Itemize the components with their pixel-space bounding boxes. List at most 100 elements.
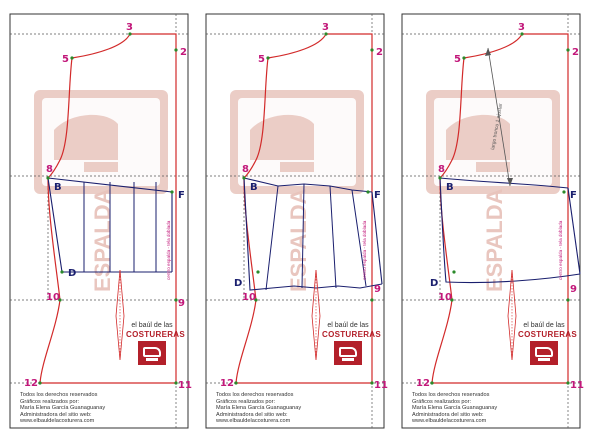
bodice-outline bbox=[243, 177, 383, 291]
point-label-9: 9 bbox=[570, 284, 577, 295]
point-marker bbox=[174, 48, 178, 52]
brand-icon-machine bbox=[339, 347, 357, 357]
brand-icon-machine bbox=[535, 347, 553, 357]
point-marker bbox=[566, 381, 570, 385]
point-marker bbox=[438, 176, 442, 180]
credits-line2: Gráficos realizados por: bbox=[20, 398, 80, 405]
watermark-machine bbox=[54, 114, 118, 160]
fold-note: centro espalda - tela doblada bbox=[558, 220, 563, 280]
brand-main-text: COSTURERAS bbox=[126, 330, 186, 339]
measure-line bbox=[487, 47, 511, 187]
credits-line5: www.elbauldelacosturera.com bbox=[412, 418, 487, 425]
brand-main-text: COSTURERAS bbox=[322, 330, 382, 339]
point-label-3: 3 bbox=[126, 22, 133, 33]
brand-top-text: el baúl de las bbox=[131, 322, 173, 329]
point-label-f: F bbox=[178, 190, 185, 201]
point-marker bbox=[46, 176, 50, 180]
point-marker bbox=[370, 298, 374, 302]
brand-icon-base bbox=[146, 358, 158, 361]
point-label-2: 2 bbox=[376, 47, 383, 58]
slash-line bbox=[329, 185, 337, 289]
point-marker bbox=[234, 381, 238, 385]
point-marker bbox=[256, 270, 260, 274]
credits-line4: Administradora del sitio web: bbox=[412, 411, 484, 418]
point-label-11: 11 bbox=[570, 380, 584, 391]
point-marker bbox=[562, 190, 566, 194]
credits-line3: María Elena García Guanaguanay bbox=[20, 405, 106, 412]
point-label-5: 5 bbox=[454, 54, 461, 65]
credits-line1: Todos los derechos reservados bbox=[216, 392, 294, 398]
slash-line bbox=[351, 189, 367, 287]
point-label-d: D bbox=[234, 278, 242, 289]
watermark-machine bbox=[446, 114, 510, 160]
brand-top-text: el baúl de las bbox=[327, 322, 369, 329]
credits-line3: María Elena García Guanaguanay bbox=[412, 405, 498, 412]
section-label: ESPALDA bbox=[90, 188, 115, 292]
credits-line2: Gráficos realizados por: bbox=[216, 398, 276, 405]
point-label-11: 11 bbox=[374, 380, 388, 391]
credits-line5: www.elbauldelacosturera.com bbox=[216, 418, 291, 425]
point-marker bbox=[366, 190, 370, 194]
panel-border bbox=[401, 13, 581, 429]
shoulder-line bbox=[439, 177, 569, 189]
section-label: ESPALDA bbox=[286, 188, 311, 292]
point-label-12: 12 bbox=[416, 378, 430, 389]
point-label-b: B bbox=[446, 182, 454, 193]
credits-line1: Todos los derechos reservados bbox=[20, 392, 98, 398]
credits-line1: Todos los derechos reservados bbox=[412, 392, 490, 398]
point-marker bbox=[70, 56, 74, 60]
dart-diamond bbox=[115, 269, 125, 361]
point-label-12: 12 bbox=[220, 378, 234, 389]
slash-line bbox=[301, 183, 305, 289]
point-label-8: 8 bbox=[46, 164, 53, 175]
fold-note: centro espalda - tela doblada bbox=[362, 220, 367, 280]
measure-arrow-head bbox=[485, 48, 491, 56]
point-label-f: F bbox=[374, 190, 381, 201]
point-label-d: D bbox=[68, 268, 76, 279]
point-label-b: B bbox=[54, 182, 62, 193]
point-label-5: 5 bbox=[258, 54, 265, 65]
brand-icon-base bbox=[538, 358, 550, 361]
point-label-2: 2 bbox=[180, 47, 187, 58]
point-label-5: 5 bbox=[62, 54, 69, 65]
brand-main-text: COSTURERAS bbox=[518, 330, 578, 339]
point-marker bbox=[242, 176, 246, 180]
point-marker bbox=[370, 48, 374, 52]
credits-line4: Administradora del sitio web: bbox=[20, 411, 92, 418]
point-label-3: 3 bbox=[322, 22, 329, 33]
point-marker bbox=[254, 298, 258, 302]
section-label: ESPALDA bbox=[482, 188, 507, 292]
point-marker bbox=[174, 381, 178, 385]
point-label-12: 12 bbox=[24, 378, 38, 389]
slash-line bbox=[265, 185, 279, 291]
point-marker bbox=[38, 381, 42, 385]
watermark-base bbox=[84, 162, 118, 172]
credits-line2: Gráficos realizados por: bbox=[412, 398, 472, 405]
point-label-10: 10 bbox=[438, 292, 452, 303]
point-marker bbox=[128, 32, 132, 36]
point-label-10: 10 bbox=[46, 292, 60, 303]
point-label-9: 9 bbox=[178, 298, 185, 309]
point-label-11: 11 bbox=[178, 380, 192, 391]
credits-line3: María Elena García Guanaguanay bbox=[216, 405, 302, 412]
point-label-8: 8 bbox=[438, 164, 445, 175]
dart-diamond bbox=[311, 269, 321, 361]
dart-diamond bbox=[507, 269, 517, 361]
point-label-b: B bbox=[250, 182, 258, 193]
point-marker bbox=[266, 56, 270, 60]
shoulder-line bbox=[243, 177, 373, 193]
point-label-2: 2 bbox=[572, 47, 579, 58]
brand-icon-base bbox=[342, 358, 354, 361]
credits-line4: Administradora del sitio web: bbox=[216, 411, 288, 418]
point-marker bbox=[60, 270, 64, 274]
side-line bbox=[371, 191, 383, 285]
point-marker bbox=[452, 270, 456, 274]
point-marker bbox=[324, 32, 328, 36]
